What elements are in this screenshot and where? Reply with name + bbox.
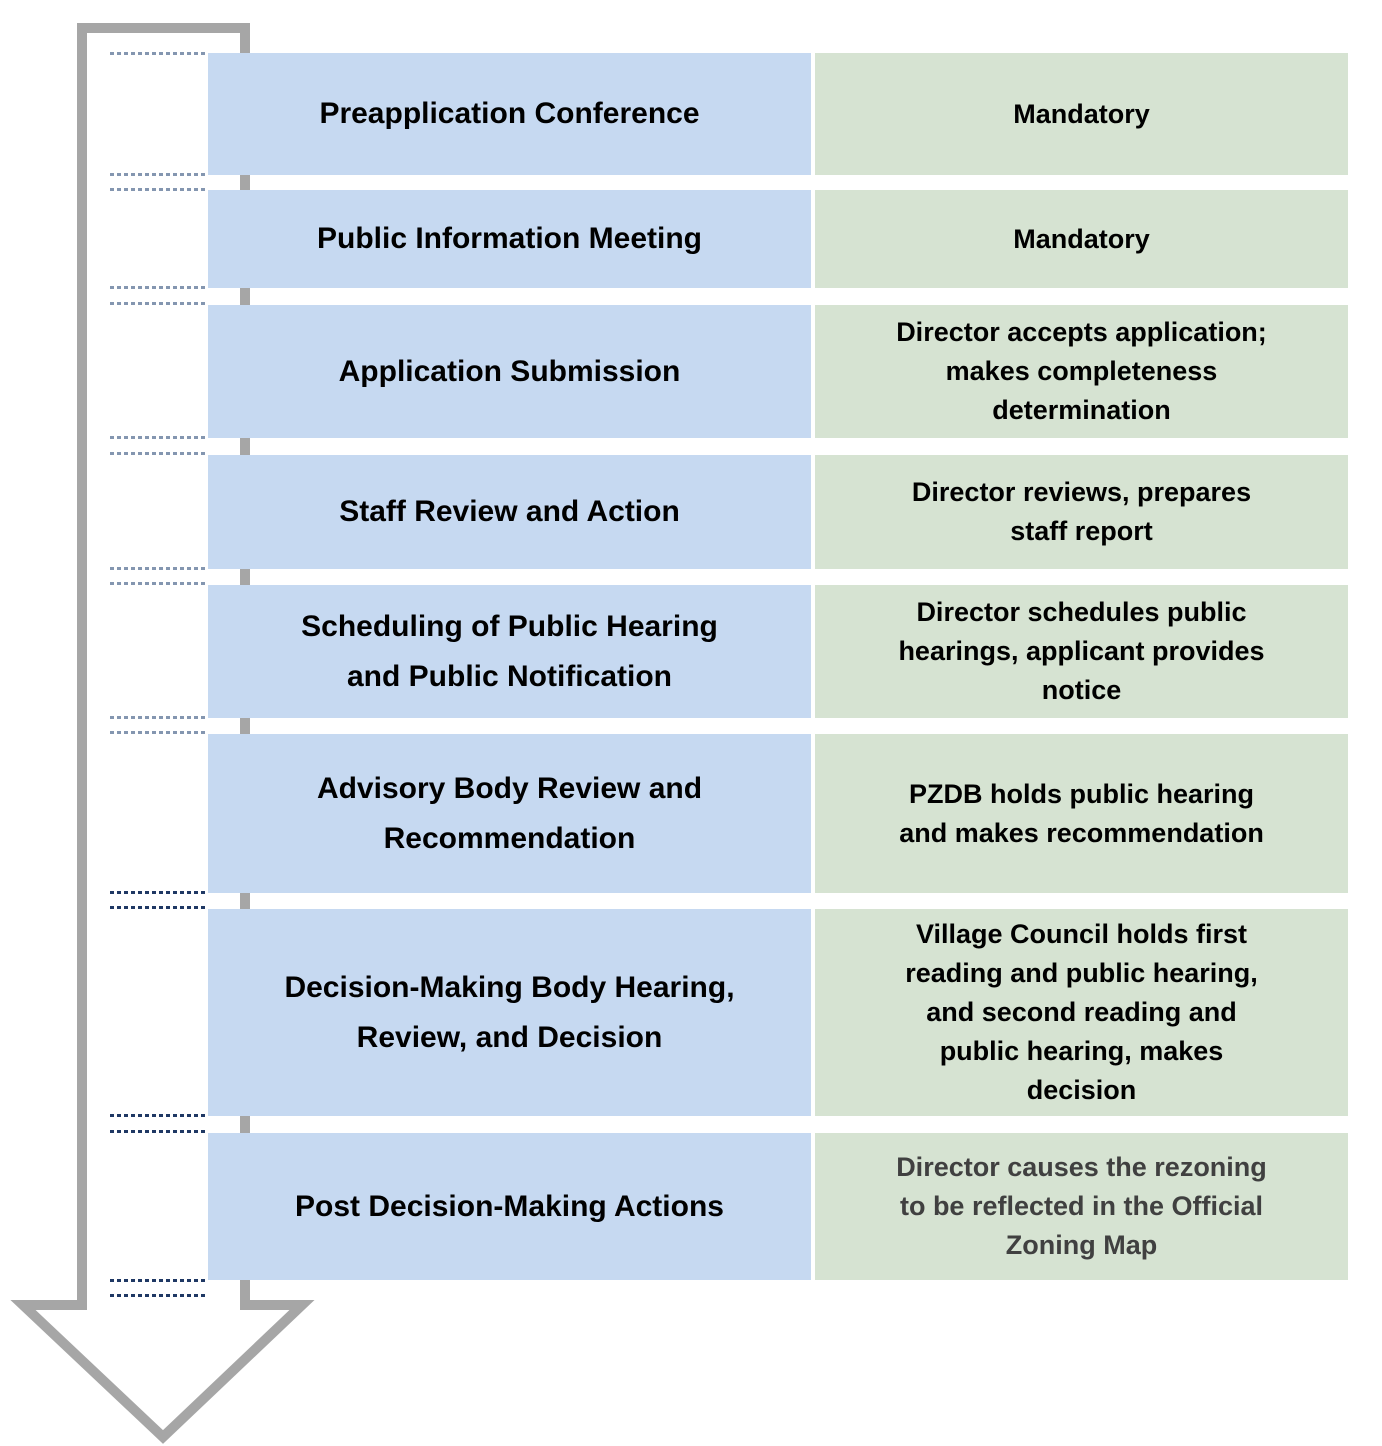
process-row-decision-making-body-hearing: Decision-Making Body Hearing, Review, an… xyxy=(0,909,1382,1116)
dashed-connector xyxy=(110,731,208,734)
process-row-application-submission: Application Submission Director accepts … xyxy=(0,305,1382,438)
dashed-connector xyxy=(110,906,208,909)
detail-box: Director causes the rezoning to be refle… xyxy=(815,1133,1348,1280)
detail-box: Director accepts application; makes comp… xyxy=(815,305,1348,438)
dashed-connector xyxy=(110,716,208,719)
detail-box: Director schedules public hearings, appl… xyxy=(815,585,1348,718)
dashed-connector xyxy=(110,52,208,55)
dashed-connector xyxy=(110,302,208,305)
dashed-connector xyxy=(110,1130,208,1133)
step-box: Preapplication Conference xyxy=(208,53,811,175)
detail-box: Director reviews, prepares staff report xyxy=(815,455,1348,569)
process-row-public-information-meeting: Public Information Meeting Mandatory xyxy=(0,190,1382,288)
process-row-advisory-body-review: Advisory Body Review and Recommendation … xyxy=(0,734,1382,893)
dashed-connector xyxy=(110,286,208,289)
dashed-connector xyxy=(110,173,208,176)
dashed-connector xyxy=(110,1294,208,1297)
detail-box: PZDB holds public hearing and makes reco… xyxy=(815,734,1348,893)
step-box: Public Information Meeting xyxy=(208,190,811,288)
dashed-connector xyxy=(110,1279,208,1282)
process-row-post-decision-making-actions: Post Decision-Making Actions Director ca… xyxy=(0,1133,1382,1280)
detail-box: Mandatory xyxy=(815,190,1348,288)
detail-box: Mandatory xyxy=(815,53,1348,175)
dashed-connector xyxy=(110,582,208,585)
step-box: Scheduling of Public Hearing and Public … xyxy=(208,585,811,718)
step-box: Decision-Making Body Hearing, Review, an… xyxy=(208,909,811,1116)
dashed-connector xyxy=(110,891,208,894)
detail-box: Village Council holds first reading and … xyxy=(815,909,1348,1116)
process-row-staff-review-and-action: Staff Review and Action Director reviews… xyxy=(0,455,1382,569)
dashed-connector xyxy=(110,567,208,570)
process-row-preapplication-conference: Preapplication Conference Mandatory xyxy=(0,53,1382,175)
step-box: Post Decision-Making Actions xyxy=(208,1133,811,1280)
process-row-scheduling-of-public-hearing: Scheduling of Public Hearing and Public … xyxy=(0,585,1382,718)
step-box: Application Submission xyxy=(208,305,811,438)
dashed-connector xyxy=(110,188,208,191)
dashed-connector xyxy=(110,452,208,455)
step-box: Advisory Body Review and Recommendation xyxy=(208,734,811,893)
dashed-connector xyxy=(110,436,208,439)
dashed-connector xyxy=(110,1114,208,1117)
step-box: Staff Review and Action xyxy=(208,455,811,569)
